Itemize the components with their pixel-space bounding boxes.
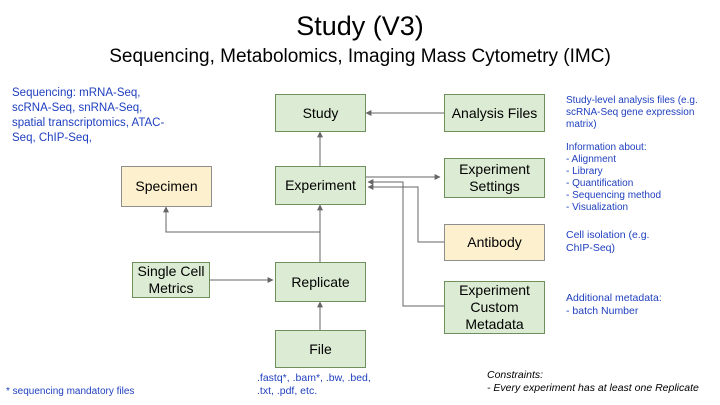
additional-metadata-note: Additional metadata: - batch Number	[566, 292, 662, 317]
edge-custom-metadata-to-experiment	[367, 179, 444, 307]
file-types-note: .fastq*, .bam*, .bw, .bed, .txt, .pdf, e…	[257, 372, 371, 397]
analysis-files-note: Study-level analysis files (e.g. scRNA-S…	[566, 95, 698, 130]
file-node[interactable]: File	[275, 330, 366, 368]
experiment-node[interactable]: Experiment	[275, 166, 366, 205]
study-node[interactable]: Study	[275, 94, 366, 132]
edge-antibody-to-experiment	[367, 184, 444, 243]
analysis-files-node[interactable]: Analysis Files	[444, 94, 545, 132]
edge-replicate-to-specimen	[163, 206, 320, 233]
experiment-custom-metadata-node[interactable]: Experiment Custom Metadata	[444, 281, 545, 334]
specimen-node[interactable]: Specimen	[121, 166, 212, 207]
constraints-note: Constraints: - Every experiment has at l…	[487, 369, 699, 394]
single-cell-metrics-node[interactable]: Single Cell Metrics	[132, 262, 210, 298]
mandatory-files-note: * sequencing mandatory files	[6, 386, 135, 397]
replicate-node[interactable]: Replicate	[275, 262, 366, 302]
diagram-subtitle: Sequencing, Metabolomics, Imaging Mass C…	[109, 46, 611, 67]
experiment-settings-node[interactable]: Experiment Settings	[444, 158, 545, 198]
antibody-node[interactable]: Antibody	[444, 224, 545, 261]
cell-isolation-note: Cell isolation (e.g. ChIP-Seq)	[566, 229, 650, 254]
sequencing-note: Sequencing: mRNA-Seq, scRNA-Seq, snRNA-S…	[12, 87, 165, 144]
diagram-title: Study (V3)	[296, 11, 424, 41]
information-note: Information about: - Alignment - Library…	[566, 142, 662, 213]
